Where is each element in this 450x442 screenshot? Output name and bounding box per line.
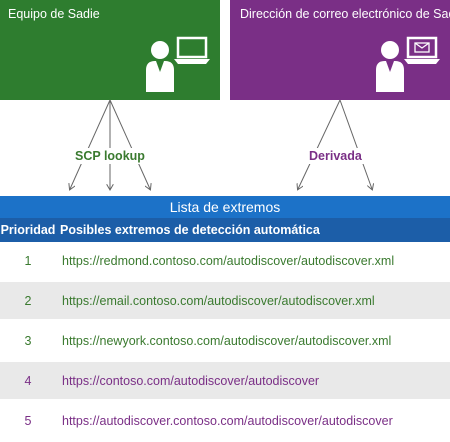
person-mail-icon — [376, 36, 440, 92]
connector-arrows — [0, 99, 450, 196]
priority-cell: 4 — [0, 360, 56, 402]
endpoint-table: Prioridad Posibles extremos de detección… — [0, 218, 450, 442]
table-row: 1 https://redmond.contoso.com/autodiscov… — [0, 242, 450, 282]
priority-column-header: Prioridad — [0, 218, 56, 242]
derived-label: Derivada — [306, 148, 365, 164]
table-row: 4 https://contoso.com/autodiscover/autod… — [0, 360, 450, 402]
endpoint-url-cell: https://newyork.contoso.com/autodiscover… — [56, 320, 450, 362]
endpoint-list-title: Lista de extremos — [0, 196, 450, 218]
scp-arrow-3 — [109, 99, 150, 189]
table-row: 3 https://newyork.contoso.com/autodiscov… — [0, 320, 450, 362]
priority-cell: 1 — [0, 242, 56, 282]
person-laptop-icon — [146, 36, 210, 92]
table-header-row: Prioridad Posibles extremos de detección… — [0, 218, 450, 242]
priority-cell: 2 — [0, 280, 56, 322]
team-source-title: Equipo de Sadie — [8, 7, 100, 21]
derived-arrow-2 — [339, 99, 372, 189]
endpoint-column-header: Posibles extremos de detección automátic… — [56, 218, 450, 242]
table-row: 2 https://email.contoso.com/autodiscover… — [0, 280, 450, 322]
scp-lookup-label: SCP lookup — [72, 148, 148, 164]
email-source-title: Dirección de correo electrónico de Sadie — [240, 7, 450, 21]
scp-arrow-1 — [70, 99, 111, 189]
endpoint-url-cell: https://redmond.contoso.com/autodiscover… — [56, 242, 450, 282]
endpoint-url-cell: https://contoso.com/autodiscover/autodis… — [56, 360, 450, 402]
priority-cell: 3 — [0, 320, 56, 362]
team-source-box: Equipo de Sadie — [0, 0, 220, 100]
endpoint-url-cell: https://email.contoso.com/autodiscover/a… — [56, 280, 450, 322]
email-source-box: Dirección de correo electrónico de Sadie — [230, 0, 450, 100]
derived-arrow-1 — [298, 99, 341, 189]
